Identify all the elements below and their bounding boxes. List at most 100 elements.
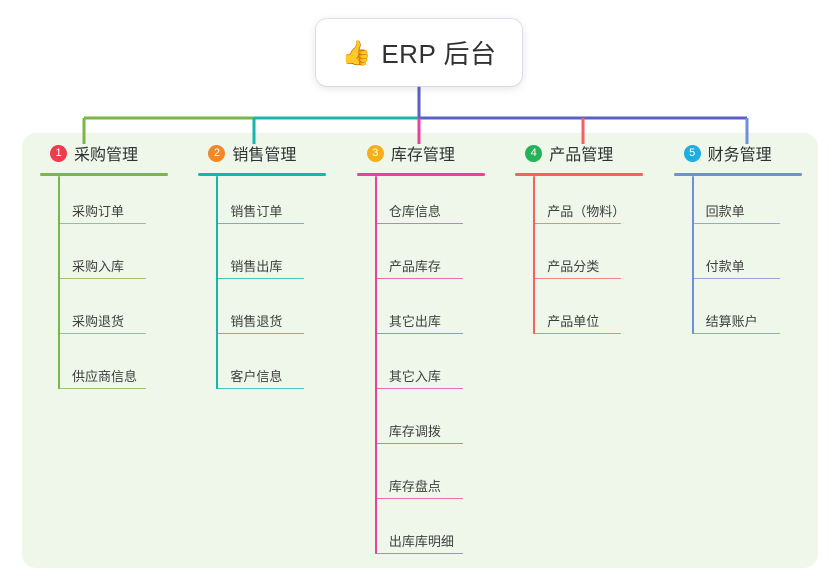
list-item[interactable]: 出库库明细 bbox=[374, 506, 501, 561]
thumbs-up-icon: 👍 bbox=[341, 39, 372, 67]
branch-badge-5: 5 bbox=[683, 144, 701, 162]
list-item-underline bbox=[58, 332, 146, 334]
list-item[interactable]: 销售出库 bbox=[216, 231, 342, 286]
list-item-underline bbox=[216, 387, 305, 389]
list-item-label: 产品库存 bbox=[388, 259, 441, 274]
branch-items-4: 产品（物料） 产品分类产品单位 bbox=[533, 176, 659, 341]
list-item-underline bbox=[216, 222, 305, 224]
branch-badge-3: 3 bbox=[366, 144, 384, 162]
branches-panel-background bbox=[22, 133, 818, 568]
list-item-label: 采购入库 bbox=[72, 259, 125, 274]
list-item-label: 采购退货 bbox=[72, 314, 125, 329]
branch-title-3: 库存管理 bbox=[390, 147, 455, 164]
branch-header-5[interactable]: 5 财务管理 bbox=[670, 133, 818, 173]
list-item[interactable]: 采购订单 bbox=[58, 176, 184, 231]
list-item-label: 回款单 bbox=[705, 204, 745, 219]
branch-title-5: 财务管理 bbox=[707, 147, 772, 164]
list-item-label: 供应商信息 bbox=[72, 369, 138, 384]
list-item-underline bbox=[374, 332, 463, 334]
branch-title-4: 产品管理 bbox=[549, 147, 614, 164]
branch-column-3: 3 库存管理仓库信息产品库存其它出库其它入库库存调拨库存盘点出库库明细 bbox=[353, 133, 501, 568]
branch-underline-5 bbox=[673, 173, 802, 176]
branch-spine-5 bbox=[691, 176, 694, 334]
list-item-label: 库存盘点 bbox=[388, 479, 441, 494]
branch-items-5: 回款单付款单结算账户 bbox=[691, 176, 818, 341]
list-item-underline bbox=[374, 552, 463, 554]
list-item-underline bbox=[216, 277, 305, 279]
branch-underline-3 bbox=[356, 173, 485, 176]
branch-underline-2 bbox=[198, 173, 327, 176]
branch-badge-2: 2 bbox=[208, 144, 226, 162]
list-item-label: 付款单 bbox=[705, 259, 745, 274]
branch-spine-4 bbox=[533, 176, 536, 334]
list-item-underline bbox=[58, 277, 146, 279]
list-item[interactable]: 结算账户 bbox=[691, 286, 818, 341]
branch-column-5: 5 财务管理回款单付款单结算账户 bbox=[670, 133, 818, 568]
list-item-underline bbox=[691, 332, 780, 334]
list-item-underline bbox=[533, 277, 622, 279]
list-item-label: 销售出库 bbox=[230, 259, 283, 274]
list-item[interactable]: 付款单 bbox=[691, 231, 818, 286]
list-item-underline bbox=[374, 222, 463, 224]
list-item-underline bbox=[216, 332, 305, 334]
list-item-underline bbox=[691, 277, 780, 279]
branch-column-4: 4 产品管理产品（物料） 产品分类产品单位 bbox=[511, 133, 659, 568]
list-item[interactable]: 其它出库 bbox=[374, 286, 501, 341]
branch-spine-2 bbox=[216, 176, 219, 389]
list-item[interactable]: 仓库信息 bbox=[374, 176, 501, 231]
list-item-underline bbox=[533, 332, 622, 334]
branch-title-2: 销售管理 bbox=[232, 147, 297, 164]
list-item[interactable]: 采购退货 bbox=[58, 286, 184, 341]
branch-underline-4 bbox=[515, 173, 644, 176]
list-item-underline bbox=[58, 222, 146, 224]
list-item-label: 库存调拨 bbox=[388, 424, 441, 439]
list-item-label: 出库库明细 bbox=[388, 534, 454, 549]
list-item[interactable]: 产品单位 bbox=[533, 286, 659, 341]
list-item-underline bbox=[58, 387, 146, 389]
list-item[interactable]: 回款单 bbox=[691, 176, 818, 231]
list-item[interactable]: 库存调拨 bbox=[374, 396, 501, 451]
branch-title-1: 采购管理 bbox=[74, 147, 139, 164]
list-item-label: 产品（物料） bbox=[547, 204, 626, 219]
branch-items-1: 采购订单采购入库采购退货供应商信息 bbox=[58, 176, 184, 396]
branch-items-2: 销售订单销售出库销售退货客户信息 bbox=[216, 176, 342, 396]
list-item-underline bbox=[374, 442, 463, 444]
list-item-underline bbox=[533, 222, 622, 224]
list-item-label: 结算账户 bbox=[705, 314, 758, 329]
list-item-underline bbox=[691, 222, 780, 224]
list-item-label: 采购订单 bbox=[72, 204, 125, 219]
root-node[interactable]: 👍 ERP 后台 bbox=[316, 19, 522, 86]
list-item[interactable]: 供应商信息 bbox=[58, 341, 184, 396]
branch-badge-4: 4 bbox=[525, 144, 543, 162]
list-item-label: 其它入库 bbox=[388, 369, 441, 384]
list-item[interactable]: 产品分类 bbox=[533, 231, 659, 286]
list-item[interactable]: 客户信息 bbox=[216, 341, 342, 396]
branch-header-4[interactable]: 4 产品管理 bbox=[511, 133, 659, 173]
list-item-label: 其它出库 bbox=[388, 314, 441, 329]
branch-items-3: 仓库信息产品库存其它出库其它入库库存调拨库存盘点出库库明细 bbox=[374, 176, 501, 561]
list-item-label: 销售订单 bbox=[230, 204, 283, 219]
branch-spine-1 bbox=[58, 176, 60, 389]
branch-header-3[interactable]: 3 库存管理 bbox=[353, 133, 501, 173]
list-item[interactable]: 库存盘点 bbox=[374, 451, 501, 506]
list-item-underline bbox=[374, 387, 463, 389]
list-item[interactable]: 销售订单 bbox=[216, 176, 342, 231]
branch-spine-3 bbox=[374, 176, 377, 554]
page-title: ERP 后台 bbox=[381, 39, 497, 69]
list-item-label: 产品单位 bbox=[547, 314, 600, 329]
list-item[interactable]: 产品库存 bbox=[374, 231, 501, 286]
list-item-underline bbox=[374, 497, 463, 499]
list-item[interactable]: 产品（物料） bbox=[533, 176, 659, 231]
list-item-label: 销售退货 bbox=[230, 314, 283, 329]
branch-header-2[interactable]: 2 销售管理 bbox=[194, 133, 342, 173]
list-item-underline bbox=[374, 277, 463, 279]
list-item[interactable]: 采购入库 bbox=[58, 231, 184, 286]
branch-column-2: 2 销售管理销售订单销售出库销售退货客户信息 bbox=[194, 133, 342, 568]
list-item[interactable]: 其它入库 bbox=[374, 341, 501, 396]
list-item-label: 产品分类 bbox=[547, 259, 600, 274]
list-item[interactable]: 销售退货 bbox=[216, 286, 342, 341]
